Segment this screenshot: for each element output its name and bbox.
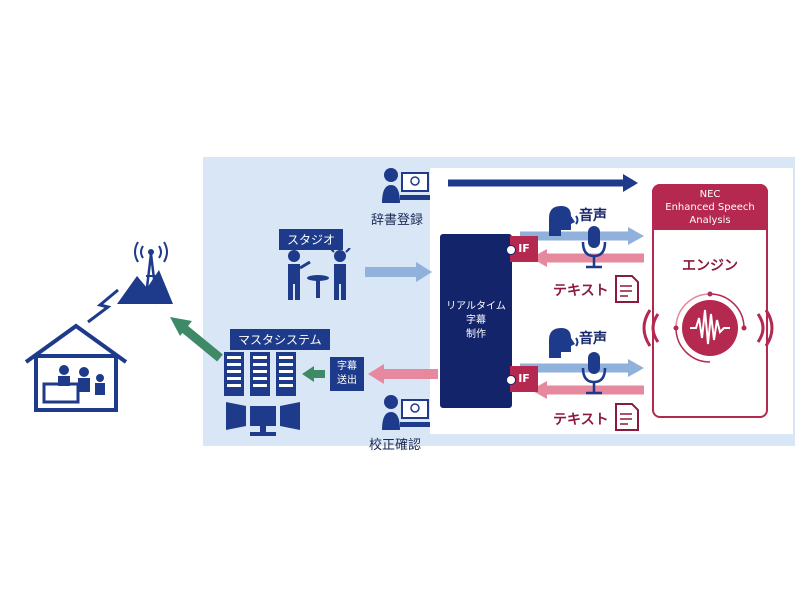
master-to-tower-arrow [178, 322, 223, 362]
house-family-icon [24, 323, 128, 412]
engine-title-line3: Analysis [689, 215, 731, 226]
sound-waves-right-icon [756, 309, 774, 347]
studio-label: スタジオ [279, 229, 344, 250]
engine-title-line2: Enhanced Speech [665, 202, 755, 213]
dictionary-to-engine-arrowhead [623, 174, 638, 192]
proofreading-operator-icon [382, 395, 430, 430]
proofreading-label: 校正確認 [369, 438, 422, 453]
studio-people-icon [288, 248, 351, 300]
realtime-line3: 制作 [466, 329, 486, 340]
document-icon-bottom [615, 403, 639, 431]
engine-title-line1: NEC [699, 189, 721, 200]
document-icon-top [615, 275, 639, 303]
microphone-icon-bottom [581, 352, 607, 395]
speaking-head-icon-bottom [549, 328, 579, 358]
speech-analysis-brain-icon [673, 291, 747, 363]
audio-label-bottom: 音声 [579, 331, 607, 347]
master-system-label: マスタシステム [230, 329, 330, 350]
realtime-line1: リアルタイム [446, 301, 506, 312]
audio-label-top: 音声 [579, 208, 607, 224]
subtitle-send-line1: 字幕 [337, 361, 357, 372]
sound-waves-left-icon [642, 309, 660, 347]
interface-box-top: IF [510, 236, 538, 262]
lightning-bolt [87, 288, 119, 324]
dictionary-label: 辞書登録 [371, 213, 424, 228]
speaking-head-icon-top [549, 206, 579, 236]
realtime-line2: 字幕 [466, 315, 486, 326]
monitors-icon [226, 402, 300, 436]
dictionary-operator-icon [382, 168, 430, 203]
broadcast-tower-icon [117, 241, 173, 305]
connector-dot-top [506, 245, 516, 255]
microphone-icon-top [581, 226, 607, 269]
connector-dot-bottom [506, 375, 516, 385]
subtitle-send-box: 字幕 送出 [330, 357, 364, 391]
subtitle-send-line2: 送出 [337, 375, 357, 386]
nec-engine-header: NEC Enhanced Speech Analysis [652, 184, 768, 230]
text-label-bottom: テキスト [553, 412, 609, 428]
server-rack-icon [224, 352, 296, 396]
realtime-subtitle-box: リアルタイム 字幕 制作 [440, 234, 512, 408]
engine-name-label: エンジン [682, 258, 738, 274]
text-label-top: テキスト [553, 283, 609, 299]
